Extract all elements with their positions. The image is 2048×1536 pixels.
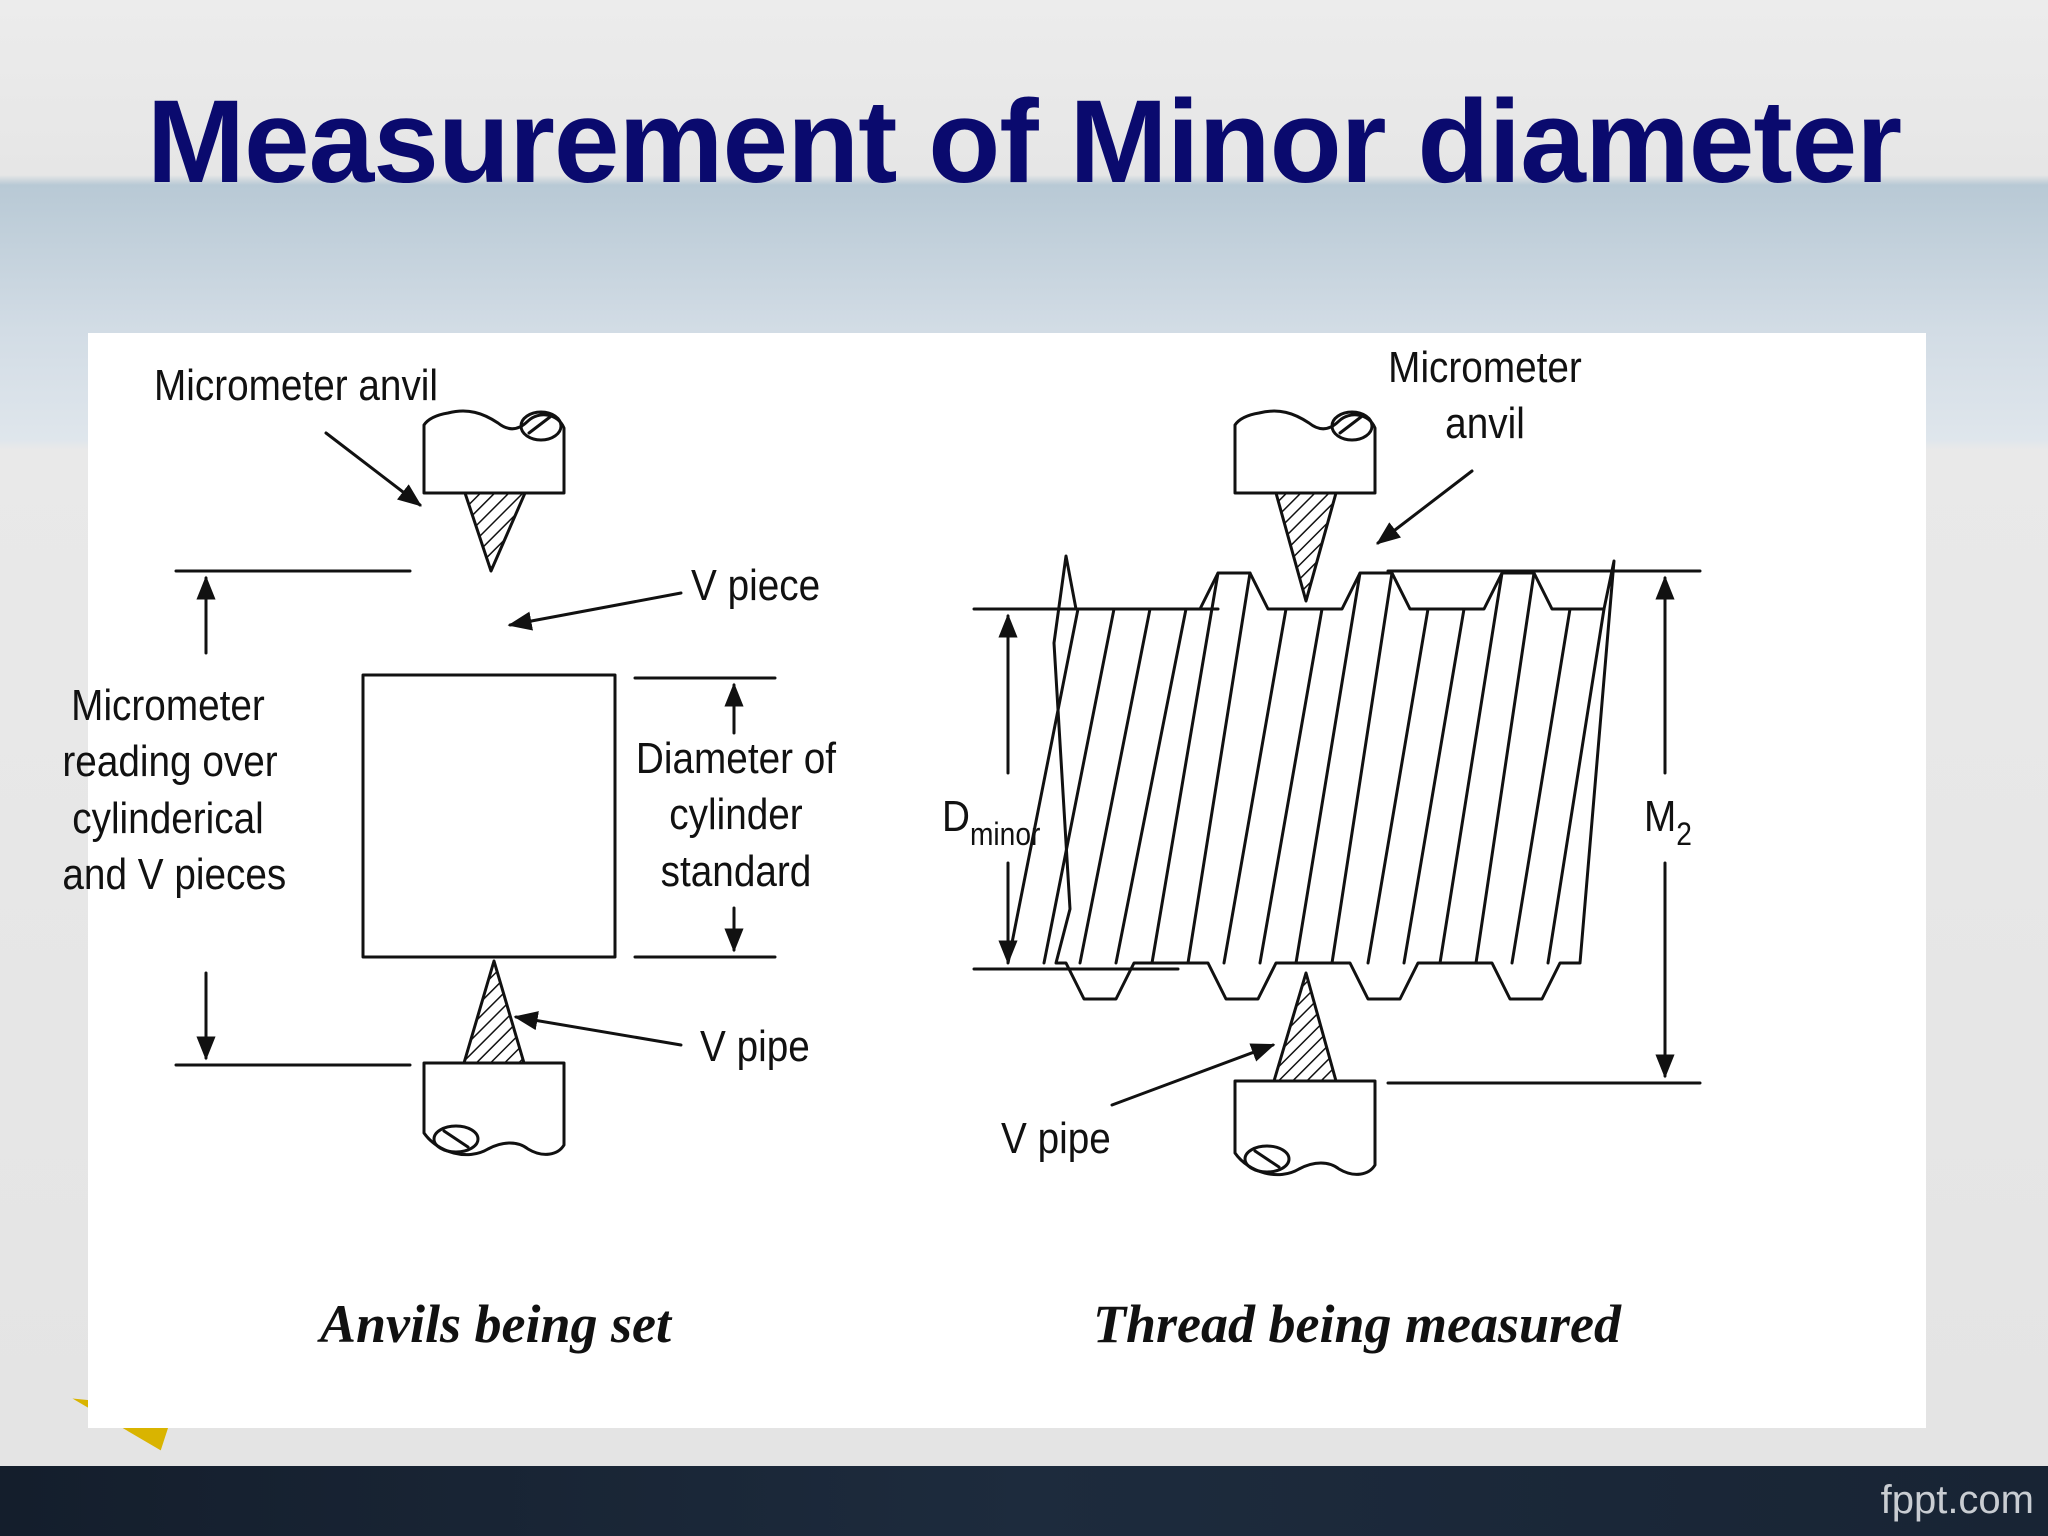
label-v-pipe-left: V pipe — [700, 1022, 810, 1071]
measurement-diagram — [174, 409, 1702, 1177]
brand-watermark: fppt.com — [1880, 1478, 2034, 1522]
label-diameter-of-cylinder: Diameter of cylinder standard — [635, 734, 837, 896]
footer-bar — [0, 1466, 2048, 1536]
label-micrometer-anvil-left: Micrometer anvil — [154, 361, 439, 410]
v-pipe-left — [462, 959, 526, 1065]
bottom-anvil — [422, 1061, 566, 1157]
v-piece-right — [1274, 491, 1338, 603]
slide-title: Measurement of Minor diameter — [146, 76, 1902, 208]
top-anvil — [422, 409, 566, 495]
label-micrometer-reading: Micrometer reading over cylinderical and… — [62, 681, 287, 899]
caption-thread-being-measured: Thread being measured — [1093, 1294, 1622, 1354]
threaded-part — [1006, 554, 1616, 1001]
figure-panel: Micrometer anvil V piece Micrometer read… — [62, 333, 1926, 1428]
caption-anvils-being-set: Anvils being set — [320, 1294, 672, 1354]
right-figure — [972, 409, 1702, 1177]
label-d-minor: Dminor — [942, 792, 1041, 852]
top-anvil-right — [1233, 409, 1377, 495]
cylinder-standard — [361, 673, 617, 959]
v-pipe-right — [1272, 971, 1338, 1083]
label-v-pipe-right: V pipe — [1001, 1114, 1111, 1163]
v-piece — [463, 491, 527, 573]
bottom-anvil-right — [1233, 1079, 1377, 1177]
label-v-piece: V piece — [691, 561, 821, 610]
left-figure — [174, 409, 777, 1157]
label-micrometer-anvil-right: Micrometer anvil — [1388, 343, 1582, 449]
label-m2: M2 — [1644, 792, 1692, 852]
